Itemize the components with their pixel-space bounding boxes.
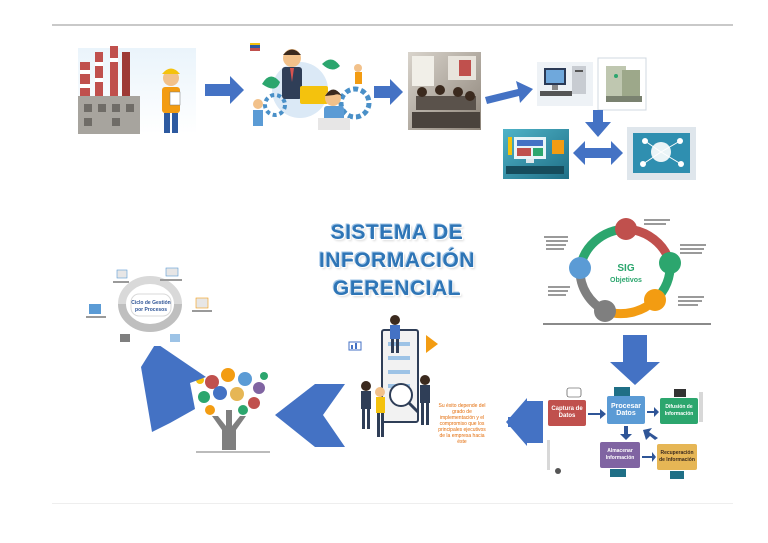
flow-arrow-1 — [205, 76, 244, 104]
flow-arrow-down-1 — [585, 110, 611, 137]
top-divider — [52, 24, 733, 26]
bottom-divider — [52, 503, 733, 504]
sig-center-sublabel: Objetivos — [610, 277, 642, 284]
title-line-1: SISTEMA DE INFORMACIÓN — [319, 221, 475, 272]
node-storage: Almacenar Información — [605, 448, 635, 461]
computers-image — [537, 62, 593, 106]
cycle-label: Ciclo de Gestión — [131, 300, 170, 306]
double-arrow — [573, 141, 623, 165]
network-cloud-image — [627, 127, 696, 180]
business-team-illustration — [248, 43, 376, 136]
factory-illustration — [78, 46, 196, 134]
printer-image — [597, 57, 647, 111]
flow-arrow-up-left — [141, 343, 206, 432]
digital-screens-image — [503, 129, 569, 179]
node-retrieval: Recuperación de Información — [659, 450, 695, 463]
title-line-2: GERENCIAL — [332, 277, 462, 300]
sig-objectives-diagram: SIG Objetivos — [541, 215, 712, 337]
process-cycle-diagram: Ciclo de Gestión por Procesos — [82, 266, 218, 346]
flow-arrow-left-1 — [506, 398, 543, 446]
node-process-data: Procesar Datos — [611, 403, 641, 417]
flow-arrow-left-2 — [275, 384, 345, 447]
cycle-sublabel: por Procesos — [135, 307, 167, 313]
meeting-room-photo — [408, 52, 481, 130]
sig-center-label: SIG — [617, 263, 634, 274]
checklist-team-illustration — [343, 310, 443, 450]
node-diffusion: Difusión de Información — [664, 404, 694, 417]
data-flow-diagram — [544, 386, 710, 479]
flow-arrow-down-2 — [610, 335, 660, 385]
flow-arrow-2 — [374, 79, 403, 105]
flow-arrow-3 — [485, 81, 533, 104]
node-capture-data: Captura de Datos — [551, 406, 583, 419]
success-caption: Su éxito depende del grado de implementa… — [438, 403, 486, 445]
tree-of-ideas-illustration — [193, 368, 273, 453]
page-title: SISTEMA DE INFORMACIÓN GERENCIAL — [262, 219, 532, 303]
